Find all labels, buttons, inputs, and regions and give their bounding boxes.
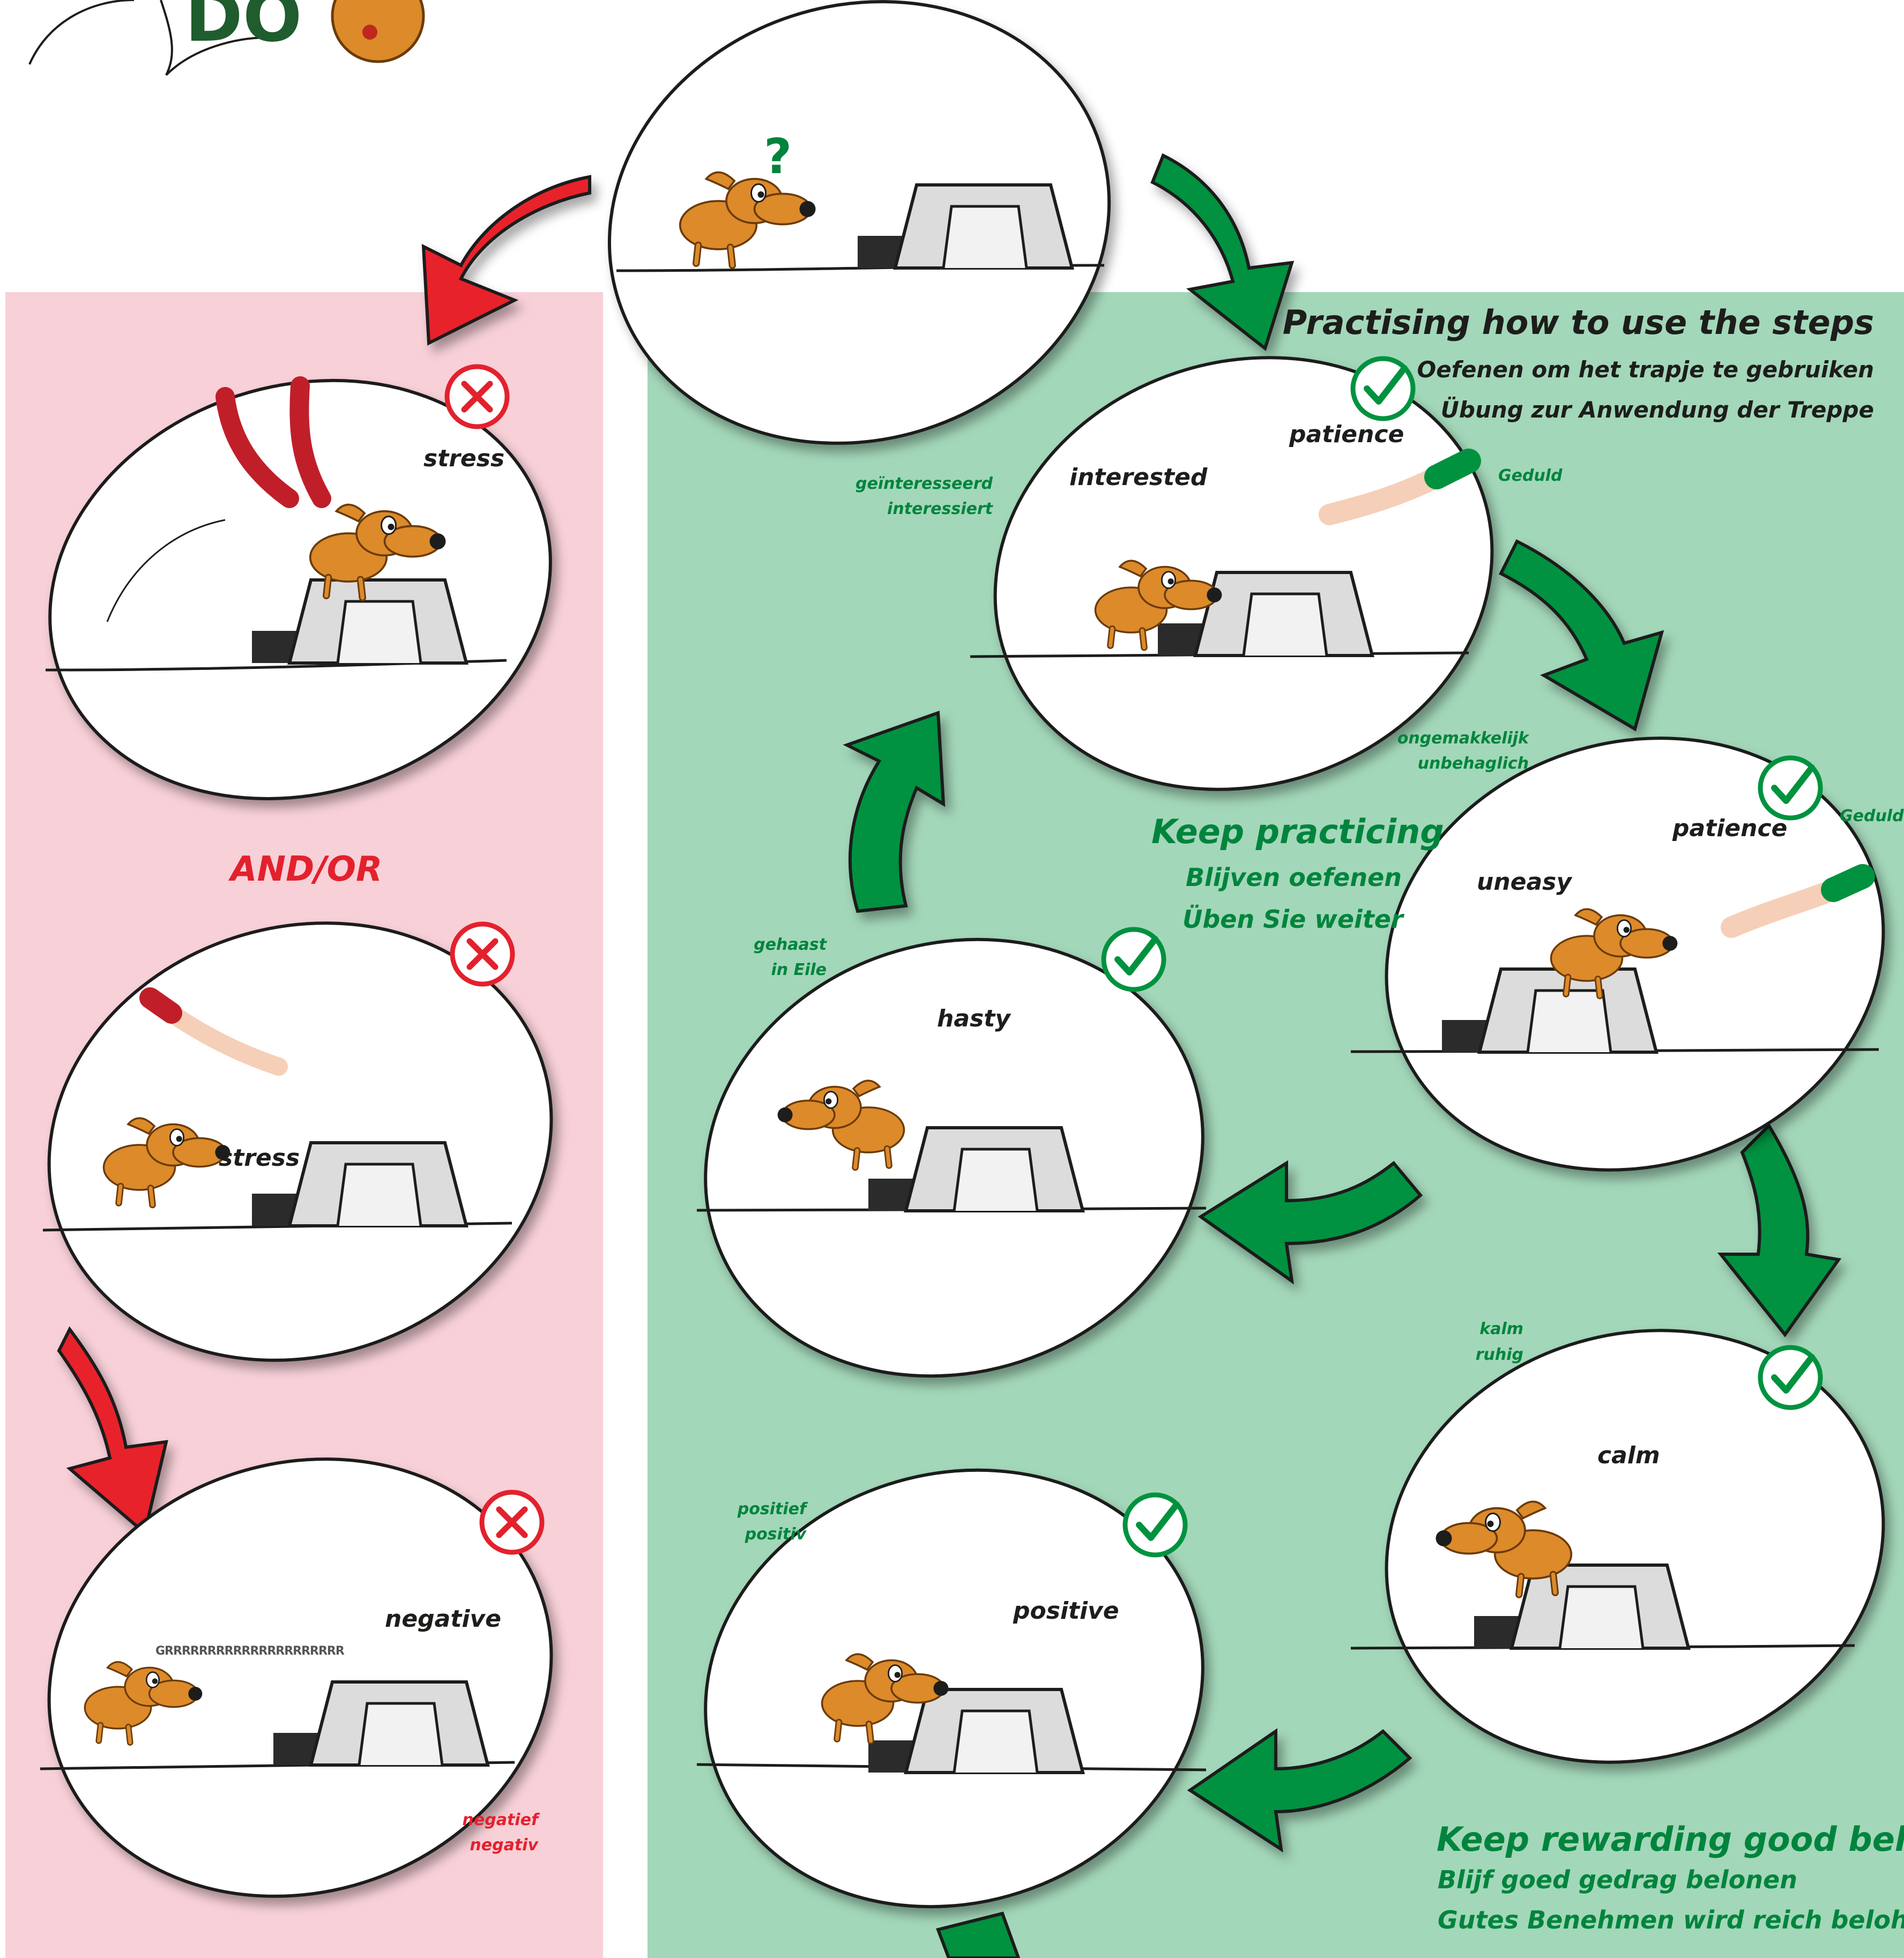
green-arrow-6 xyxy=(1187,1728,1412,1853)
label-stress-1: stress xyxy=(423,445,505,472)
hasty-de: in Eile xyxy=(771,961,827,979)
logo-dog-icon xyxy=(331,0,425,63)
check-icon xyxy=(1104,929,1164,989)
geduld-1: Geduld xyxy=(1498,466,1563,485)
interested-nl: geïnteresseerd xyxy=(856,474,993,493)
main-title: Practising how to use the steps xyxy=(1282,303,1874,342)
green-arrow-3 xyxy=(1717,1123,1842,1337)
scene-calm xyxy=(1385,1329,1885,1764)
keep-rewarding: Keep rewarding good behavior xyxy=(1437,1820,1904,1859)
cross-icon xyxy=(447,367,507,427)
negative-nl: negatief xyxy=(462,1811,538,1829)
label-patience-1: patience xyxy=(1289,421,1404,448)
red-arrow-1 xyxy=(421,175,591,346)
question-mark: ? xyxy=(764,129,792,185)
check-icon xyxy=(1353,359,1413,419)
growl-text: GRRRRRRRRRRRRRRRRRRRRR xyxy=(155,1644,345,1658)
red-arrow-2 xyxy=(57,1326,168,1536)
positive-nl: positief xyxy=(737,1500,806,1518)
title-nl: Oefenen om het trapje te gebruiken xyxy=(1417,356,1874,383)
scene-negative xyxy=(47,1457,553,1898)
and-or-label: AND/OR xyxy=(230,850,383,889)
label-uneasy: uneasy xyxy=(1477,868,1572,896)
check-icon xyxy=(1760,1347,1820,1408)
logo-swoosh xyxy=(28,0,269,76)
scene-stress-2 xyxy=(47,921,553,1362)
scene-stress-1 xyxy=(48,378,552,801)
uneasy-de: unbehaglich xyxy=(1417,754,1529,773)
calm-de: ruhig xyxy=(1475,1345,1523,1364)
green-arrow-7 xyxy=(936,1911,1021,1958)
keep-practicing: Keep practicing xyxy=(1151,812,1444,851)
uneasy-nl: ongemakkelijk xyxy=(1397,729,1529,748)
positive-de: positiv xyxy=(745,1525,806,1544)
logo-text: DO xyxy=(185,0,302,57)
green-arrow-4 xyxy=(1198,1160,1423,1285)
label-stress-2: stress xyxy=(219,1144,300,1172)
label-positive: positive xyxy=(1013,1597,1119,1625)
label-interested: interested xyxy=(1069,464,1208,491)
keep-rewarding-nl: Blijf goed gedrag belonen xyxy=(1438,1865,1797,1894)
calm-nl: kalm xyxy=(1479,1320,1523,1338)
scene-positive xyxy=(704,1468,1204,1909)
geduld-2: Geduld xyxy=(1840,807,1904,825)
hasty-nl: gehaast xyxy=(754,935,827,954)
label-patience-2: patience xyxy=(1672,815,1788,842)
check-icon xyxy=(1125,1495,1185,1555)
keep-rewarding-de: Gutes Benehmen wird reich belohnt xyxy=(1438,1905,1904,1934)
cross-icon xyxy=(452,924,512,984)
keep-practicing-nl: Blijven oefenen xyxy=(1186,863,1402,892)
keep-practicing-de: Üben Sie weiter xyxy=(1182,905,1403,934)
title-de: Übung zur Anwendung der Treppe xyxy=(1440,397,1874,423)
negative-de: negativ xyxy=(470,1836,538,1855)
green-arrow-2 xyxy=(1498,539,1664,732)
interested-de: interessiert xyxy=(887,500,993,518)
cross-icon xyxy=(482,1492,542,1552)
green-arrow-5 xyxy=(843,710,946,913)
check-icon xyxy=(1760,758,1820,818)
label-calm: calm xyxy=(1597,1442,1660,1469)
green-arrow-1 xyxy=(1150,153,1295,352)
label-negative: negative xyxy=(385,1605,501,1633)
scene-top xyxy=(607,0,1111,445)
label-hasty: hasty xyxy=(937,1005,1010,1032)
